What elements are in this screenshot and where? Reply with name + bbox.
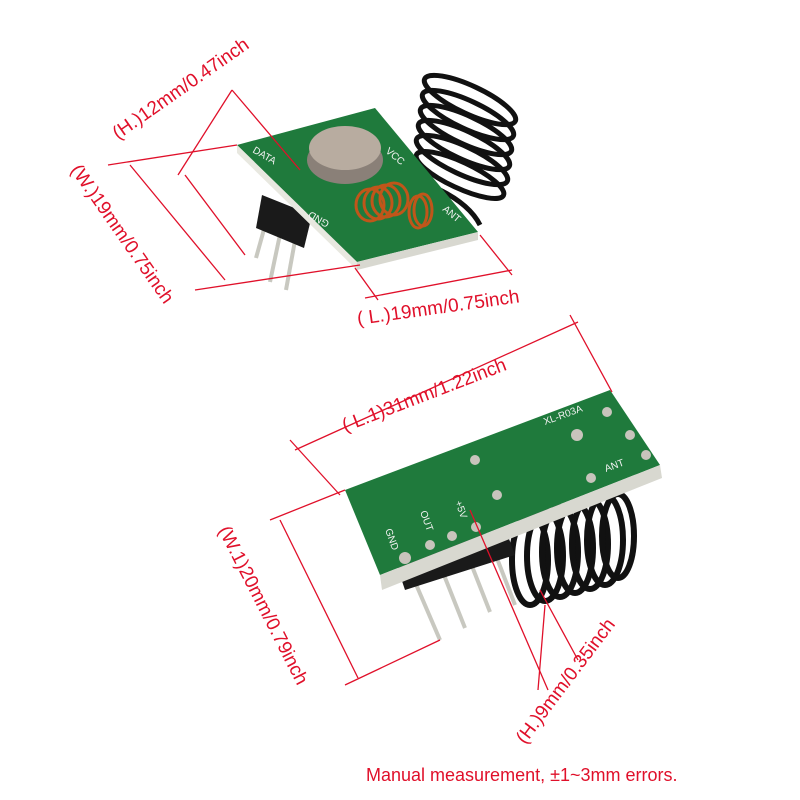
dimension-height-2: (H.)9mm/0.35inch (512, 615, 620, 748)
crystal-can (309, 126, 381, 170)
dimension-width-2: (W.1)20mm/0.79inch (214, 523, 312, 689)
dimension-height-1: (H.)12mm/0.47inch (109, 34, 253, 144)
copper-coil-icon (354, 181, 434, 230)
dimension-width-1: (W.)19mm/0.75inch (66, 161, 178, 308)
dimension-lines-2 (269, 314, 613, 691)
antenna-coil-icon (413, 72, 519, 227)
dimension-length-2: ( L.1)31mm/1.22inch (339, 355, 509, 437)
measurement-note: Manual measurement, ±1~3mm errors. (366, 765, 678, 785)
dimension-length-1: ( L.)19mm/0.75inch (356, 286, 521, 330)
transmitter-module: DATA VCC GND ANT (237, 72, 519, 291)
receiver-module: XL-R03A ANT GND OUT +5V (345, 390, 662, 641)
dimension-lines-1 (107, 89, 513, 301)
